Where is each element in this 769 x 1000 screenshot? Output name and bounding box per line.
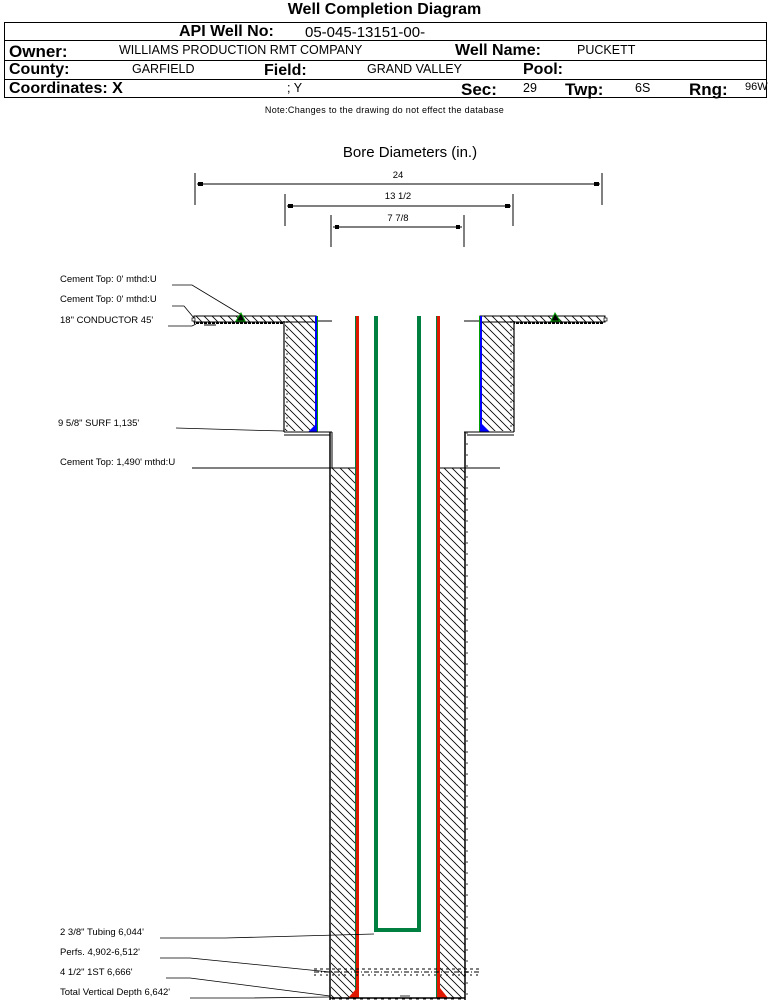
production-cement [192, 467, 500, 998]
annotation-production-casing: 4 1/2" 1ST 6,666' [60, 967, 133, 978]
annotation-conductor: 18" CONDUCTOR 45' [60, 315, 153, 326]
owner-row: Owner: WILLIAMS PRODUCTION RMT COMPANY W… [5, 41, 766, 61]
cement-top-marker-right [550, 311, 561, 322]
cement-top-marker-left [235, 311, 246, 322]
bore-title: Bore Diameters (in.) [343, 144, 477, 161]
field-value: GRAND VALLEY [367, 62, 462, 76]
county-label: County: [9, 61, 70, 78]
api-value: 05-045-13151-00- [305, 24, 426, 41]
coords-label: Coordinates: X [9, 80, 123, 97]
well-name-label: Well Name: [455, 42, 541, 59]
bore-label-24: 24 [393, 170, 404, 181]
pool-label: Pool: [523, 61, 563, 78]
bore-dimension-13-1-2: 13 1/2 [284, 191, 514, 226]
well-header-table: API Well No: 05-045-13151-00- Owner: WIL… [4, 22, 768, 99]
bore-label-13-1-2: 13 1/2 [385, 191, 411, 202]
tubing [374, 316, 421, 932]
well-name-value: PUCKETT [577, 43, 636, 57]
document-title: Well Completion Diagram [287, 1, 482, 18]
county-row: County: GARFIELD Field: GRAND VALLEY Poo… [5, 61, 766, 80]
field-label: Field: [264, 62, 307, 79]
sec-value: 29 [523, 81, 537, 95]
twp-value: 6S [635, 81, 651, 95]
api-label: API Well No: [179, 23, 274, 40]
production-casing [348, 316, 448, 998]
surface-cement [283, 316, 515, 436]
coords-y: ; Y [287, 81, 303, 95]
sec-label: Sec: [461, 80, 497, 99]
county-value: GARFIELD [132, 62, 195, 76]
annotation-total-depth: Total Vertical Depth 6,642' [60, 987, 170, 998]
annotation-surface-casing: 9 5/8" SURF 1,135' [58, 418, 139, 429]
owner-value: WILLIAMS PRODUCTION RMT COMPANY [119, 43, 363, 57]
annotation-tubing: 2 3/8" Tubing 6,044' [60, 927, 144, 938]
bore-dimension-24: 24 [194, 170, 603, 205]
rng-value: 96W [745, 81, 768, 93]
rng-label: Rng: [689, 80, 728, 99]
perforations [314, 968, 480, 976]
twp-label: Twp: [565, 80, 604, 99]
conductor-casing [191, 315, 608, 326]
annotation-cement-top-2: Cement Top: 0' mthd:U [60, 294, 157, 305]
bore-label-7-7-8: 7 7/8 [387, 213, 408, 224]
bore-dimension-7-7-8: 7 7/8 [330, 213, 465, 247]
coords-row: Coordinates: X ; Y Sec: 29 Twp: 6S Rng: … [5, 80, 768, 99]
annotation-cement-top-3: Cement Top: 1,490' mthd:U [60, 457, 175, 468]
annotation-cement-top-1: Cement Top: 0' mthd:U [60, 274, 157, 285]
api-row: API Well No: 05-045-13151-00- [5, 23, 766, 41]
database-note: Note:Changes to the drawing do not effec… [264, 105, 505, 115]
owner-label: Owner: [9, 42, 68, 61]
annotation-perfs: Perfs. 4,902-6,512' [60, 947, 140, 958]
